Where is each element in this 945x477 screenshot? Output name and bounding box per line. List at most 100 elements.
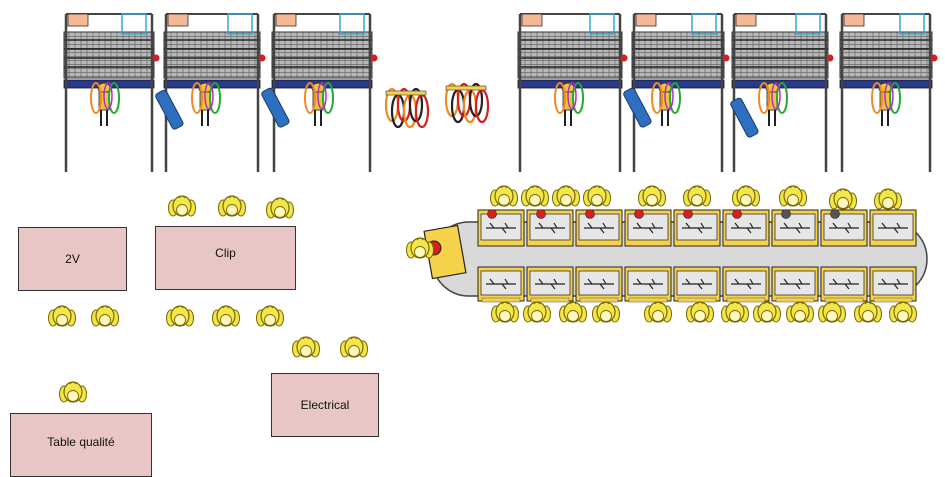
worker-topview-icon bbox=[256, 305, 284, 327]
station-tray bbox=[775, 297, 815, 303]
worker-topview-icon bbox=[753, 301, 781, 323]
worker-topview-icon bbox=[406, 237, 434, 259]
wire-coil-icon bbox=[830, 209, 840, 219]
table-electrical-label: Electrical bbox=[300, 398, 350, 412]
harness-rack-icon bbox=[839, 13, 938, 172]
harness-rack-icon bbox=[63, 13, 160, 172]
assembly-station-icon bbox=[771, 266, 819, 302]
operator-standing-icon bbox=[651, 82, 681, 126]
wire-coils-group bbox=[384, 82, 490, 129]
assembly-station-icon bbox=[820, 266, 868, 302]
assembly-station-icon bbox=[722, 266, 770, 302]
table-2v: 2V bbox=[18, 227, 127, 291]
worker-topview-icon bbox=[523, 301, 551, 323]
station-tray bbox=[579, 297, 619, 303]
harness-rack-icon bbox=[631, 13, 730, 172]
table-quality-label: Table qualité bbox=[47, 435, 115, 449]
operator-standing-icon bbox=[554, 82, 584, 126]
harness-rack-icon bbox=[163, 13, 266, 172]
operator-standing-icon bbox=[304, 82, 334, 126]
assembly-station-icon bbox=[526, 209, 574, 247]
worker-topview-icon bbox=[721, 301, 749, 323]
worker-topview-icon bbox=[638, 185, 666, 207]
worker-topview-icon bbox=[829, 188, 857, 210]
worker-topview-icon bbox=[212, 305, 240, 327]
worker-topview-icon bbox=[786, 301, 814, 323]
worker-topview-icon bbox=[854, 301, 882, 323]
worker-topview-icon bbox=[91, 305, 119, 327]
worker-topview-icon bbox=[490, 185, 518, 207]
operator-standing-icon bbox=[871, 82, 901, 126]
wire-coil-icon bbox=[536, 209, 546, 219]
table-quality: Table qualité bbox=[10, 413, 152, 477]
worker-topview-icon bbox=[779, 185, 807, 207]
operator-standing-icon bbox=[90, 82, 120, 126]
worker-topview-icon bbox=[59, 381, 87, 403]
operator-standing-icon bbox=[758, 82, 788, 126]
blue-carrier-icon bbox=[261, 87, 290, 128]
wire-coil-icon bbox=[683, 209, 693, 219]
worker-topview-icon bbox=[889, 301, 917, 323]
workers-group bbox=[48, 185, 917, 403]
worker-topview-icon bbox=[292, 336, 320, 358]
station-tray bbox=[481, 297, 521, 303]
assembly-station-icon bbox=[477, 266, 525, 302]
wire-coil-icon bbox=[444, 82, 490, 124]
worker-topview-icon bbox=[874, 188, 902, 210]
assembly-station-icon bbox=[771, 209, 819, 247]
worker-topview-icon bbox=[552, 185, 580, 207]
station-tray bbox=[726, 297, 766, 303]
assembly-station-icon bbox=[869, 209, 917, 247]
worker-topview-icon bbox=[583, 185, 611, 207]
harness-racks-row bbox=[63, 13, 938, 172]
worker-topview-icon bbox=[340, 336, 368, 358]
assembly-line bbox=[406, 209, 928, 303]
worker-topview-icon bbox=[818, 301, 846, 323]
assembly-station-icon bbox=[477, 209, 525, 247]
assembly-station-icon bbox=[526, 266, 574, 302]
station-tray bbox=[677, 297, 717, 303]
table-electrical: Electrical bbox=[271, 373, 379, 437]
harness-rack-icon bbox=[731, 13, 834, 172]
station-tray bbox=[628, 297, 668, 303]
assembly-station-icon bbox=[624, 209, 672, 247]
worker-topview-icon bbox=[683, 185, 711, 207]
wire-coil-icon bbox=[732, 209, 742, 219]
station-tray bbox=[873, 297, 913, 303]
assembly-station-icon bbox=[575, 209, 623, 247]
table-clip-label: Clip bbox=[215, 246, 236, 260]
table-clip: Clip bbox=[155, 226, 296, 290]
assembly-station-icon bbox=[820, 209, 868, 247]
worker-topview-icon bbox=[166, 305, 194, 327]
harness-rack-icon bbox=[517, 13, 628, 172]
blue-carrier-icon bbox=[623, 87, 652, 128]
assembly-station-icon bbox=[673, 209, 721, 247]
worker-topview-icon bbox=[644, 301, 672, 323]
assembly-station-icon bbox=[722, 209, 770, 247]
table-2v-label: 2V bbox=[65, 252, 80, 266]
worker-topview-icon bbox=[48, 305, 76, 327]
wire-coil-icon bbox=[487, 209, 497, 219]
wire-coil-icon bbox=[634, 209, 644, 219]
worker-topview-icon bbox=[168, 195, 196, 217]
worker-topview-icon bbox=[491, 301, 519, 323]
assembly-station-icon bbox=[869, 266, 917, 302]
worker-topview-icon bbox=[686, 301, 714, 323]
wire-coil-icon bbox=[781, 209, 791, 219]
station-tray bbox=[530, 297, 570, 303]
worker-topview-icon bbox=[218, 195, 246, 217]
worker-topview-icon bbox=[266, 197, 294, 219]
worker-topview-icon bbox=[592, 301, 620, 323]
operator-standing-icon bbox=[191, 82, 221, 126]
worker-topview-icon bbox=[521, 185, 549, 207]
wire-coil-icon bbox=[384, 87, 430, 129]
wire-coil-icon bbox=[585, 209, 595, 219]
assembly-station-icon bbox=[624, 266, 672, 302]
harness-rack-icon bbox=[271, 13, 378, 172]
station-tray bbox=[824, 297, 864, 303]
assembly-station-icon bbox=[575, 266, 623, 302]
worker-topview-icon bbox=[559, 301, 587, 323]
blue-carrier-icon bbox=[730, 97, 759, 138]
worker-topview-icon bbox=[732, 185, 760, 207]
